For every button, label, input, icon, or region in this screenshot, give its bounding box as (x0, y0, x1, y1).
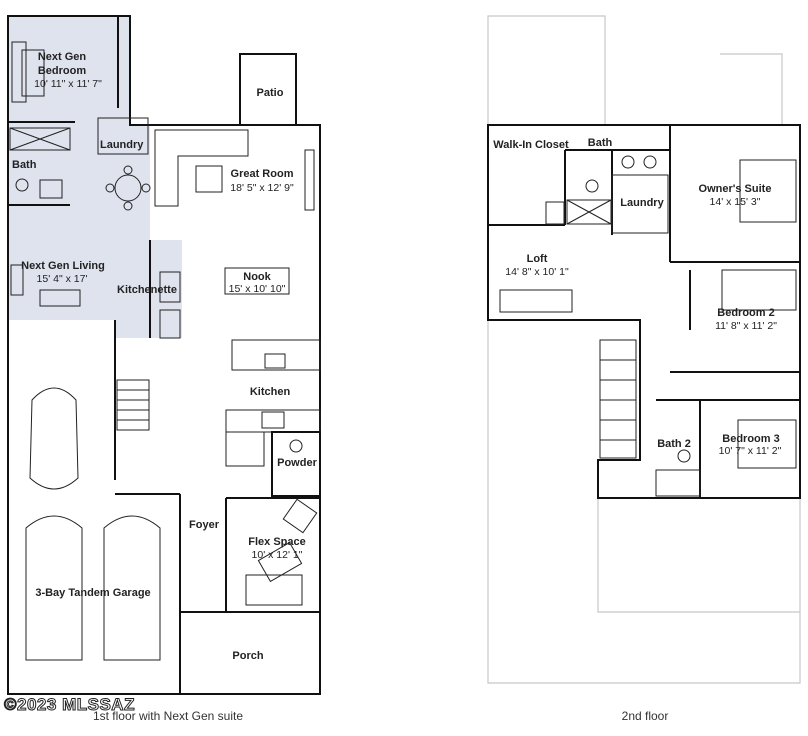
room-label-flex-space: Flex Space (248, 536, 305, 548)
room-label-bath-1f: Bath (12, 159, 37, 171)
room-label-walk-in-closet: Walk-In Closet (493, 139, 569, 151)
room-label-next-gen-living: Next Gen Living (21, 260, 105, 272)
room-label-porch: Porch (232, 650, 263, 662)
room-label-powder: Powder (277, 457, 317, 469)
caption-second-floor: 2nd floor (622, 709, 669, 723)
room-label-kitchenette: Kitchenette (117, 284, 177, 296)
room-label-loft: Loft (527, 253, 548, 265)
room-label-bedroom-3: Bedroom 3 (722, 433, 779, 445)
room-label-bath-2f: Bath (588, 137, 613, 149)
room-dims-bedroom-3: 10' 7" x 11' 2" (719, 445, 782, 457)
room-label-patio: Patio (257, 87, 284, 99)
room-dims-owners-suite: 14' x 15' 3" (710, 196, 761, 208)
first-floor-plan (7, 15, 321, 695)
room-dims-nook: 15' x 10' 10" (229, 283, 286, 295)
patio-outline (239, 53, 297, 126)
room-label-next-gen-bedroom-1: Next Gen (38, 51, 87, 63)
room-label-bath-2: Bath 2 (657, 438, 691, 450)
room-dims-bedroom-2: 11' 8" x 11' 2" (715, 320, 777, 332)
second-floor-plan (487, 15, 801, 684)
caption-first-floor: 1st floor with Next Gen suite (93, 709, 243, 723)
room-label-owners-suite: Owner's Suite (699, 183, 772, 195)
room-dims-next-gen-living: 15' 4" x 17' (37, 273, 88, 285)
room-dims-flex-space: 10' x 12' 1" (252, 549, 303, 561)
next-gen-suite-area (8, 16, 182, 338)
room-dims-next-gen-bedroom: 10' 11" x 11' 7" (34, 78, 102, 90)
room-label-bedroom-2: Bedroom 2 (717, 307, 774, 319)
room-label-nook: Nook (243, 271, 271, 283)
room-dims-great-room: 18' 5" x 12' 9" (230, 182, 294, 194)
mls-watermark: ©2023 MLSSAZ (4, 695, 135, 714)
room-label-great-room: Great Room (231, 168, 294, 180)
room-label-garage: 3-Bay Tandem Garage (35, 587, 150, 599)
room-label-foyer: Foyer (189, 519, 220, 531)
room-label-kitchen: Kitchen (250, 386, 291, 398)
room-dims-loft: 14' 8" x 10' 1" (505, 266, 569, 278)
room-label-laundry-1f: Laundry (100, 139, 144, 151)
room-label-next-gen-bedroom-2: Bedroom (38, 65, 87, 77)
room-label-laundry-2f: Laundry (620, 197, 664, 209)
